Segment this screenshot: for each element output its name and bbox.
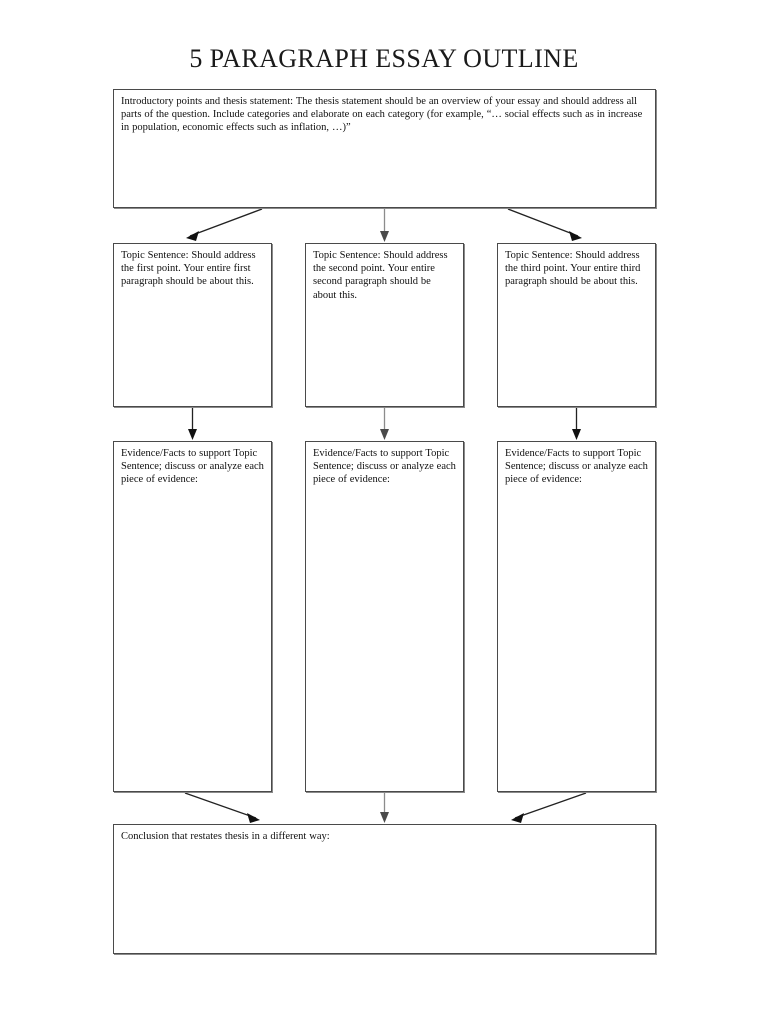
intro-thesis-text: Introductory points and thesis statement… xyxy=(121,96,643,134)
arrow-intro-to-topic-1 xyxy=(186,208,263,241)
conclusion-text: Conclusion that restates thesis in a dif… xyxy=(121,831,330,842)
arrow-intro-to-topic-3 xyxy=(507,208,582,241)
arrow-intro-to-topic-2 xyxy=(380,209,389,242)
conclusion-box[interactable]: Conclusion that restates thesis in a dif… xyxy=(113,824,656,954)
evidence-box-third[interactable]: Evidence/Facts to support Topic Sentence… xyxy=(497,441,656,792)
evidence-text-third: Evidence/Facts to support Topic Sentence… xyxy=(505,448,648,486)
evidence-box-first[interactable]: Evidence/Facts to support Topic Sentence… xyxy=(113,441,272,792)
topic-sentence-text-first: Topic Sentence: Should address the first… xyxy=(121,250,256,288)
arrow-topic-3-to-evidence-3 xyxy=(572,408,581,440)
evidence-text-first: Evidence/Facts to support Topic Sentence… xyxy=(121,448,264,486)
topic-sentence-box-third[interactable]: Topic Sentence: Should address the third… xyxy=(497,243,656,407)
arrow-evidence-2-to-conclusion xyxy=(380,793,389,823)
evidence-text-second: Evidence/Facts to support Topic Sentence… xyxy=(313,448,456,486)
evidence-box-second[interactable]: Evidence/Facts to support Topic Sentence… xyxy=(305,441,464,792)
topic-sentence-box-first[interactable]: Topic Sentence: Should address the first… xyxy=(113,243,272,407)
intro-thesis-box[interactable]: Introductory points and thesis statement… xyxy=(113,89,656,208)
topic-sentence-text-third: Topic Sentence: Should address the third… xyxy=(505,250,641,288)
arrow-evidence-1-to-conclusion xyxy=(184,792,260,823)
page-title: 5 PARAGRAPH ESSAY OUTLINE xyxy=(189,44,579,73)
topic-sentence-text-second: Topic Sentence: Should address the secon… xyxy=(313,250,448,301)
arrow-topic-2-to-evidence-2 xyxy=(380,408,389,440)
topic-sentence-box-second[interactable]: Topic Sentence: Should address the secon… xyxy=(305,243,464,407)
arrow-evidence-3-to-conclusion xyxy=(511,792,587,823)
arrow-topic-1-to-evidence-1 xyxy=(188,408,197,440)
